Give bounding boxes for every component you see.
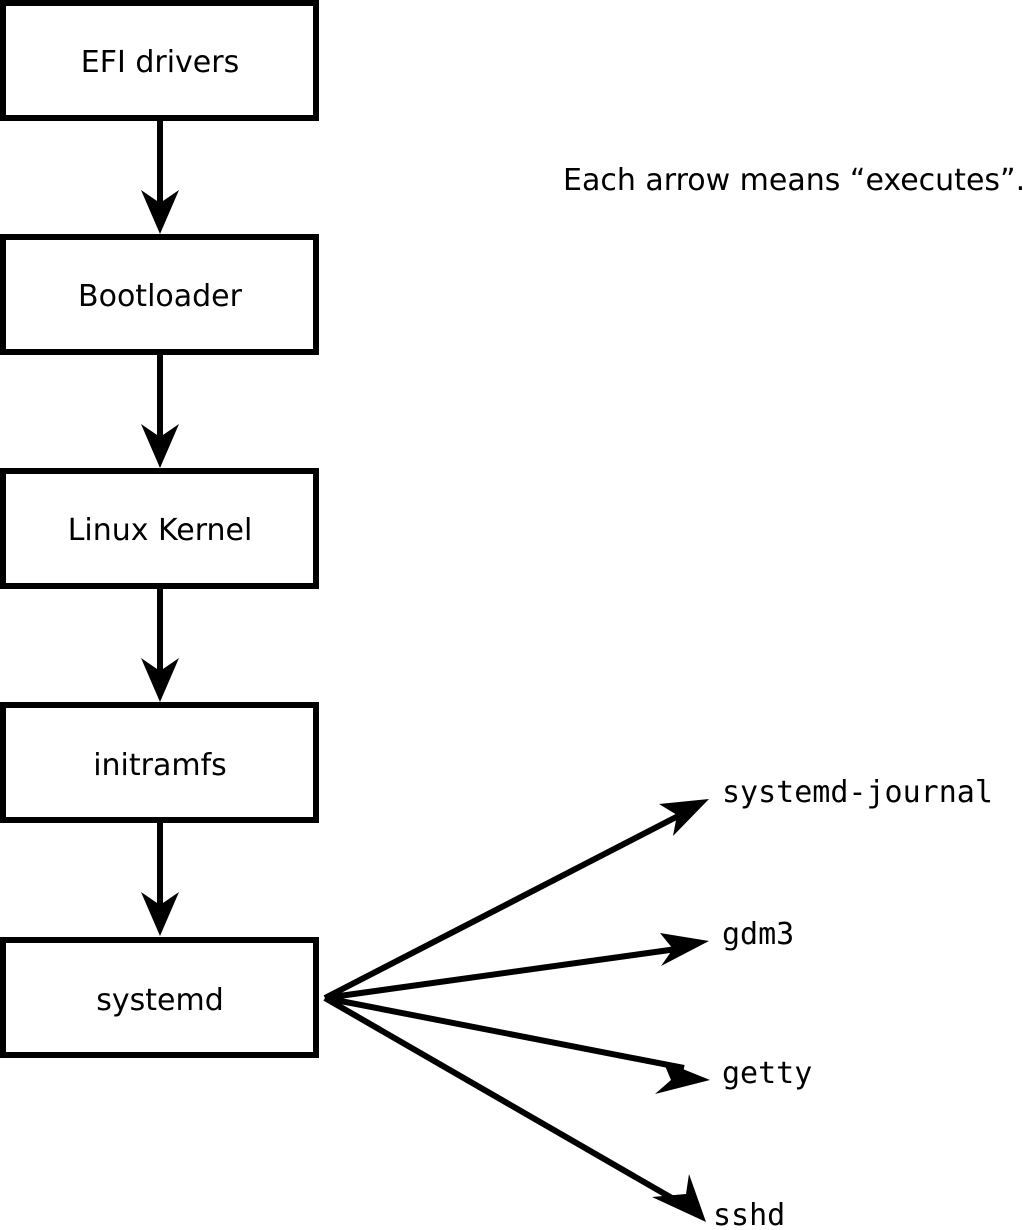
arrowhead-down-icon	[141, 892, 179, 936]
box-linux-kernel[interactable]: Linux Kernel	[0, 468, 319, 589]
box-outline	[0, 0, 319, 121]
arrowhead-icon	[659, 799, 709, 836]
box-initramfs[interactable]: initramfs	[0, 702, 319, 823]
edge-systemd-to-gdm3	[324, 933, 709, 1001]
service-label-getty: getty	[722, 1056, 812, 1091]
edge-systemd-to-systemd-journal	[323, 799, 709, 1001]
arrowhead-down-icon	[141, 190, 179, 234]
box-systemd[interactable]: systemd	[0, 937, 319, 1058]
chain-connectors	[141, 119, 179, 936]
edge-efi-to-bootloader	[141, 119, 179, 234]
arrowhead-icon	[655, 1061, 710, 1094]
box-outline	[0, 468, 319, 589]
box-outline	[0, 702, 319, 823]
box-label: EFI drivers	[81, 45, 239, 80]
box-label: systemd	[96, 983, 224, 1018]
arrowhead-down-icon	[141, 658, 179, 702]
service-label-gdm3: gdm3	[722, 917, 794, 952]
edge-systemd-to-sshd	[323, 995, 706, 1222]
edge-kernel-to-initramfs	[141, 587, 179, 702]
edge-initramfs-to-systemd	[141, 821, 179, 936]
edge-systemd-to-getty	[324, 995, 710, 1094]
box-label: initramfs	[93, 748, 227, 783]
service-connectors	[323, 799, 710, 1222]
service-label-sshd: sshd	[713, 1198, 785, 1230]
arrowhead-down-icon	[141, 424, 179, 468]
arrowhead-icon	[660, 933, 709, 966]
edge-line	[324, 945, 685, 1001]
edge-line	[323, 809, 688, 1001]
box-label: Bootloader	[78, 279, 243, 314]
edge-line	[323, 995, 679, 1204]
box-efi-drivers[interactable]: EFI drivers	[0, 0, 319, 121]
edge-bootloader-to-kernel	[141, 353, 179, 468]
service-label-systemd-journal: systemd-journal	[722, 775, 993, 810]
box-outline	[0, 234, 319, 355]
legend-caption: Each arrow means “executes”.	[563, 163, 1023, 198]
box-bootloader[interactable]: Bootloader	[0, 234, 319, 355]
arrowhead-icon	[652, 1174, 706, 1222]
box-outline	[0, 937, 319, 1058]
edge-line	[324, 995, 685, 1071]
box-label: Linux Kernel	[68, 513, 253, 548]
